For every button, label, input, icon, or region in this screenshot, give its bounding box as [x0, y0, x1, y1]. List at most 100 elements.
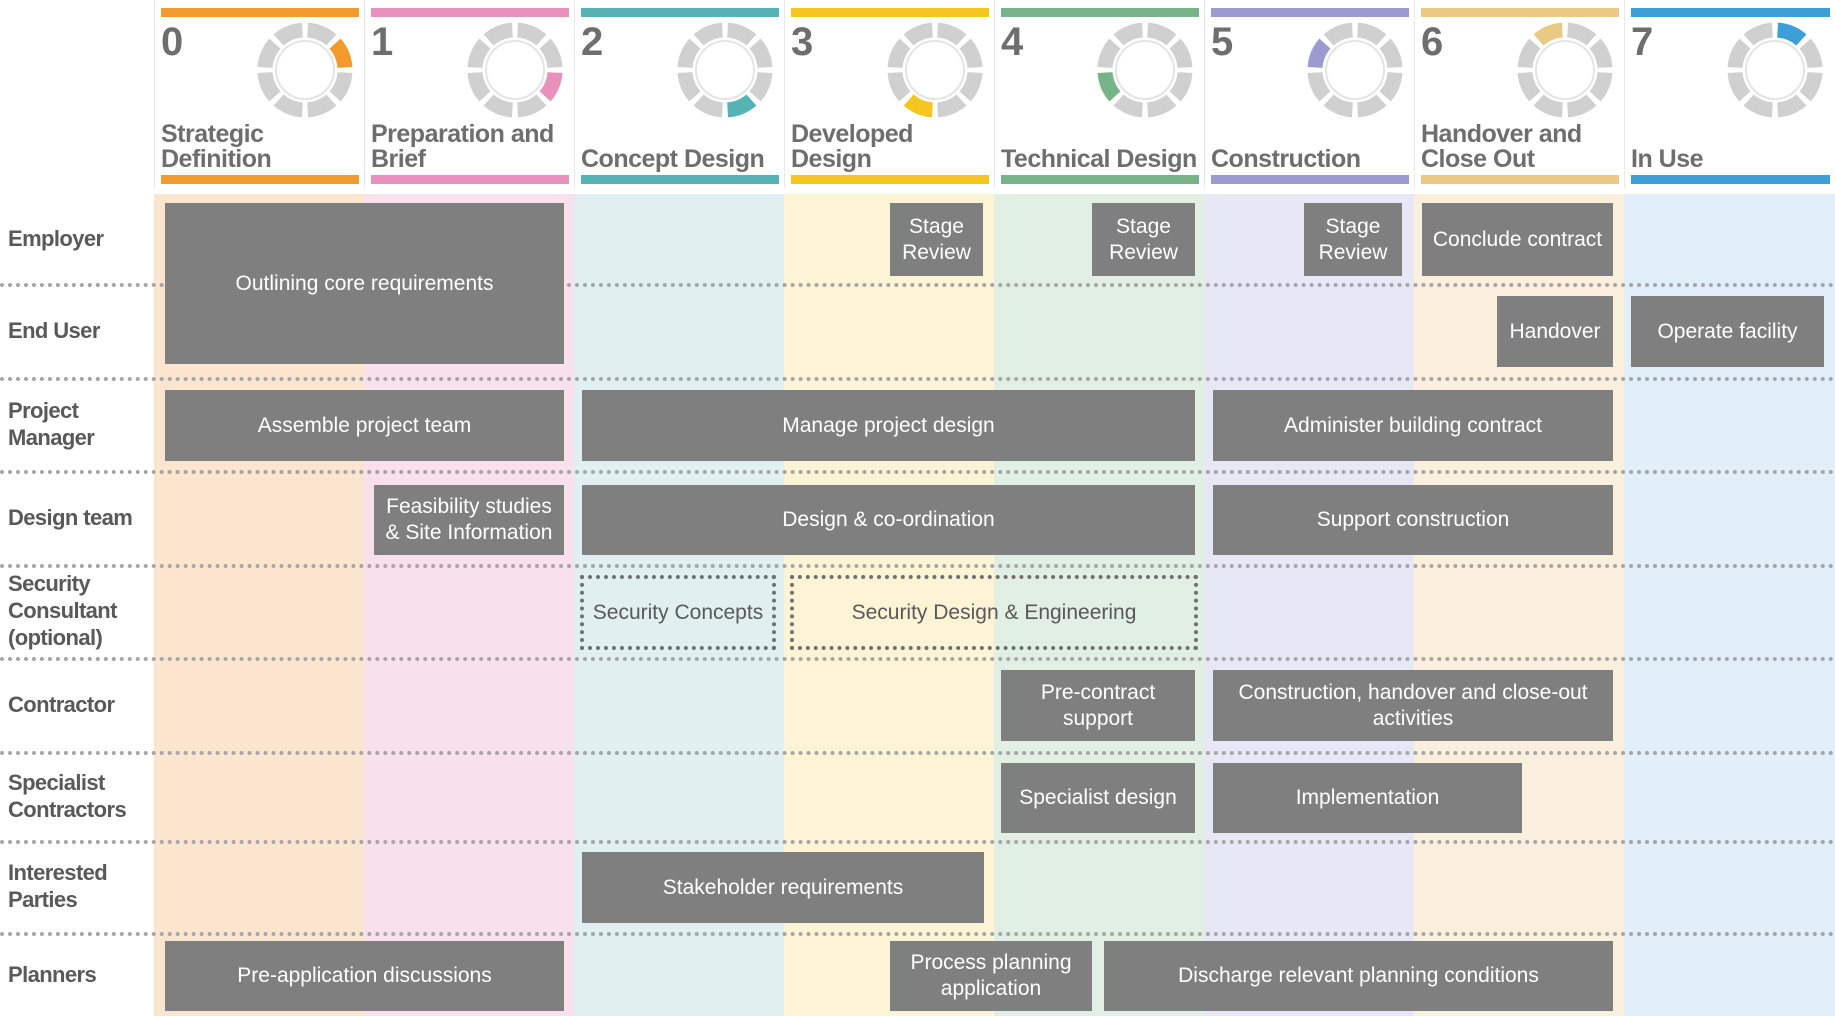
ring-segment — [1726, 71, 1752, 103]
ring-segment — [886, 71, 912, 103]
ring-segment — [692, 93, 724, 119]
ring-segment — [1566, 93, 1598, 119]
activity-feasibility-studies: Feasibility studies & Site Information — [374, 485, 564, 555]
activity-stage-review-4: Stage Review — [1092, 203, 1195, 276]
stage-color-bar — [791, 8, 989, 17]
activity-stage-review-3: Stage Review — [890, 203, 983, 276]
ring-segment-highlighted — [1532, 21, 1564, 47]
stage-color-bar — [161, 175, 359, 184]
ring-segment — [748, 37, 774, 69]
activity-administer-building-contract: Administer building contract — [1213, 390, 1613, 461]
stage-number: 3 — [791, 20, 814, 64]
ring-segment — [272, 21, 304, 47]
row-separator — [0, 840, 1835, 844]
ring-segment — [466, 37, 492, 69]
activity-outlining-core-requirements: Outlining core requirements — [165, 203, 564, 364]
stage-progress-ring-icon — [1516, 21, 1614, 119]
activity-pre-contract-support: Pre-contract support — [1001, 670, 1195, 741]
activity-security-design-engineering: Security Design & Engineering — [790, 575, 1198, 650]
stage-color-bar — [1631, 8, 1830, 17]
activity-manage-project-design: Manage project design — [582, 390, 1195, 461]
ring-segment-highlighted — [726, 93, 758, 119]
ring-segment — [902, 21, 934, 47]
activity-implementation: Implementation — [1213, 763, 1522, 833]
ring-segment — [1356, 21, 1388, 47]
activity-operate-facility: Operate facility — [1631, 296, 1824, 367]
ring-segment — [1146, 21, 1178, 47]
ring-segment — [1516, 71, 1542, 103]
ring-segment — [482, 21, 514, 47]
stage-progress-ring-icon — [256, 21, 354, 119]
ring-segment — [1532, 93, 1564, 119]
ring-segment — [936, 21, 968, 47]
stage-number: 2 — [581, 20, 604, 64]
stage-color-bar — [1421, 8, 1619, 17]
ring-segment — [886, 37, 912, 69]
activity-specialist-design: Specialist design — [1001, 763, 1195, 833]
role-label-specialist-contractors: Specialist Contractors — [8, 769, 127, 822]
role-label-planners: Planners — [8, 961, 97, 987]
stage-name: In Use — [1631, 145, 1704, 173]
stage-color-bar — [371, 8, 569, 17]
ring-segment — [1776, 93, 1808, 119]
ring-segment — [256, 37, 282, 69]
row-separator — [0, 377, 1835, 381]
ring-segment — [482, 93, 514, 119]
activity-design-coordination: Design & co-ordination — [582, 485, 1195, 555]
ring-inner-outline — [1535, 40, 1595, 100]
ring-segment — [306, 93, 338, 119]
stage-color-bar — [1211, 175, 1409, 184]
activity-conclude-contract: Conclude contract — [1422, 203, 1613, 276]
stage-progress-ring-icon — [1096, 21, 1194, 119]
stage-name: Handover and Close Out — [1421, 120, 1582, 173]
activity-process-planning-application: Process planning application — [890, 941, 1092, 1011]
ring-segment — [538, 37, 564, 69]
stage-color-bar — [791, 175, 989, 184]
stage-color-bar — [161, 8, 359, 17]
activity-pre-application-discussions: Pre-application discussions — [165, 941, 564, 1011]
ring-segment — [1588, 71, 1614, 103]
stage-column-band — [1204, 194, 1414, 1016]
ring-segment — [1378, 37, 1404, 69]
stage-progress-ring-icon — [886, 21, 984, 119]
stage-progress-ring-icon — [676, 21, 774, 119]
ring-segment — [1566, 21, 1598, 47]
activity-stakeholder-requirements: Stakeholder requirements — [582, 852, 984, 923]
role-label-contractor: Contractor — [8, 691, 115, 717]
ring-segment — [1322, 21, 1354, 47]
ring-inner-outline — [275, 40, 335, 100]
ring-segment-highlighted — [1776, 21, 1808, 47]
row-separator — [0, 564, 1835, 568]
ring-segment — [1378, 71, 1404, 103]
stage-color-bar — [1631, 175, 1830, 184]
stage-name: Developed Design — [791, 120, 913, 173]
ring-segment — [466, 71, 492, 103]
stage-number: 1 — [371, 20, 394, 64]
row-separator — [0, 470, 1835, 474]
stage-number: 0 — [161, 20, 184, 64]
ring-segment — [272, 93, 304, 119]
ring-segment — [1742, 93, 1774, 119]
role-label-security-consultant: Security Consultant (optional) — [8, 571, 117, 650]
ring-segment — [676, 37, 702, 69]
ring-segment — [1112, 93, 1144, 119]
stage-number: 5 — [1211, 20, 1234, 64]
ring-inner-outline — [905, 40, 965, 100]
ring-segment — [516, 21, 548, 47]
ring-inner-outline — [695, 40, 755, 100]
stage-progress-ring-icon — [1306, 21, 1404, 119]
row-separator — [0, 932, 1835, 936]
ring-segment-highlighted — [902, 93, 934, 119]
ring-segment — [1112, 21, 1144, 47]
ring-segment-highlighted — [1096, 71, 1122, 103]
role-label-design-team: Design team — [8, 504, 133, 530]
activity-stage-review-5: Stage Review — [1304, 203, 1402, 276]
stage-color-bar — [1001, 8, 1199, 17]
stage-name: Construction — [1211, 145, 1361, 173]
role-label-employer: Employer — [8, 226, 104, 251]
ring-segment-highlighted — [328, 37, 354, 69]
stage-name: Concept Design — [581, 145, 765, 173]
ring-inner-outline — [1745, 40, 1805, 100]
